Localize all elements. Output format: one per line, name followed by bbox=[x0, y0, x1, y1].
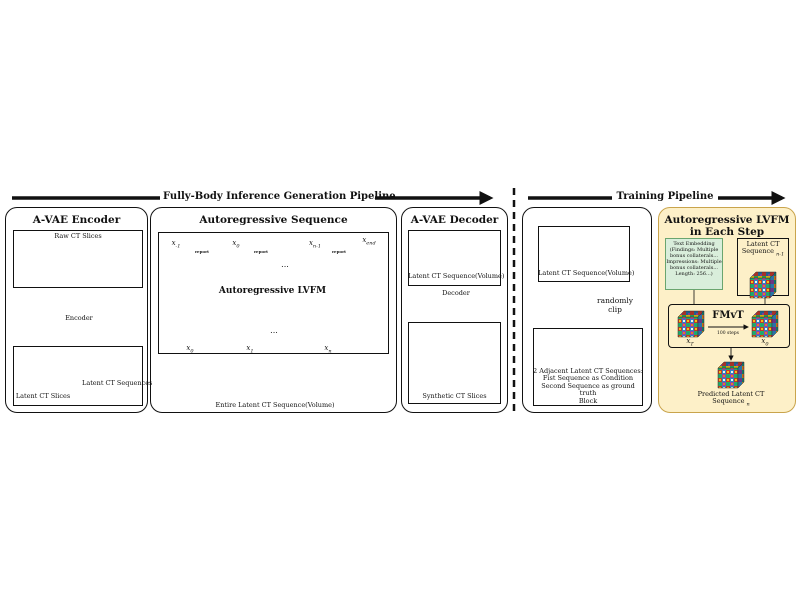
synthetic-box bbox=[408, 322, 501, 404]
fmvt-label: FMvT bbox=[712, 310, 744, 321]
lvfm-bar-label: Autoregressive LVFM bbox=[218, 286, 327, 296]
adjacent-box bbox=[533, 328, 643, 406]
autoregressive-title: Autoregressive Sequence bbox=[199, 214, 348, 226]
training-panel bbox=[522, 207, 652, 413]
decoder-label: Decoder bbox=[442, 289, 470, 297]
raw-slices-box bbox=[13, 230, 143, 288]
decoder-latent-box bbox=[408, 230, 501, 286]
training-pipeline-title: Training Pipeline bbox=[616, 191, 714, 202]
autoregressive-inner-box bbox=[158, 232, 389, 354]
decoder-panel bbox=[401, 207, 508, 413]
label-x0-bottom: x0 bbox=[186, 344, 194, 355]
predicted-label: Predicted Latent CT Sequence n bbox=[697, 390, 765, 408]
text-embedding-box: Text Embedding (Findings: Multiple bonus… bbox=[665, 238, 723, 290]
adjacent-label: 2 Adjacent Latent CT Sequences: Fist Seq… bbox=[533, 367, 643, 405]
label-xend: xend bbox=[362, 236, 376, 247]
label-x0-top: x0 bbox=[232, 239, 240, 250]
report-label-1: report bbox=[194, 249, 210, 254]
dots-bottom: ... bbox=[270, 326, 278, 335]
latent-slices-label: Latent CT Slices bbox=[15, 392, 71, 400]
text-embedding-label: Text Embedding (Findings: Multiple bonus… bbox=[666, 241, 722, 277]
decoder-title: A-VAE Decoder bbox=[410, 214, 499, 226]
fmvt-box bbox=[668, 304, 790, 348]
decoder-latent-label: Latent CT Sequence(Volume) bbox=[408, 272, 505, 280]
training-latent-box bbox=[538, 226, 630, 282]
label-x-minus1: x-1 bbox=[171, 239, 181, 250]
report-label-3: report bbox=[331, 249, 347, 254]
raw-slices-label: Raw CT Slices bbox=[54, 232, 102, 240]
encoder-title: A-VAE Encoder bbox=[32, 214, 121, 226]
inference-pipeline-title: Fully-Body Inference Generation Pipeline bbox=[163, 191, 396, 202]
label-xn-1: xn-1 bbox=[308, 239, 322, 250]
steps-label: 100 steps bbox=[717, 331, 739, 336]
label-xn-bottom: xn bbox=[324, 344, 332, 355]
report-label-2: report bbox=[253, 249, 269, 254]
x0-label: x0 bbox=[761, 337, 769, 348]
xt-label: xT bbox=[686, 337, 694, 348]
encoder-label: Encoder bbox=[65, 314, 93, 322]
training-latent-label: Latent CT Sequence(Volume) bbox=[538, 269, 635, 277]
dots-top: ... bbox=[281, 260, 289, 269]
synthetic-label: Synthetic CT Slices bbox=[422, 392, 487, 400]
label-x1-bottom: x1 bbox=[246, 344, 254, 355]
entire-volume-label: Entire Latent CT Sequence(Volume) bbox=[215, 401, 335, 409]
latent-sequences-label: Latent CT Sequences bbox=[82, 379, 153, 387]
autoregressive-panel bbox=[150, 207, 397, 413]
latent-box bbox=[13, 346, 143, 406]
encoder-panel bbox=[5, 207, 148, 413]
latent-seq-n1-label: Latent CT Sequence n-1 bbox=[741, 240, 785, 258]
randomly-clip-label: randomly clip bbox=[597, 296, 633, 314]
